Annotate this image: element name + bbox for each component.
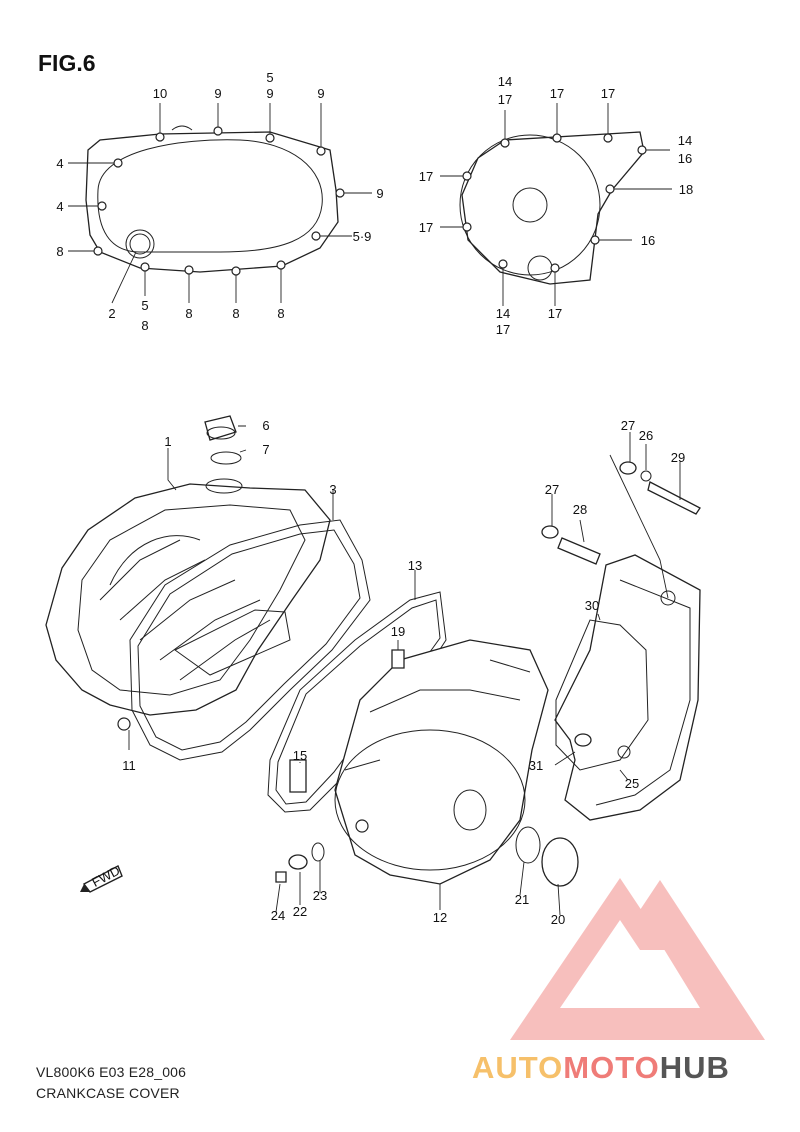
- main-callouts: 1 6 7 3 11 13 19 15 12 22 23 24 27 26 29 27 28 30 31 25 21 20: [122, 418, 685, 927]
- callout-label: 16: [641, 233, 655, 248]
- callout-label: 29: [671, 450, 685, 465]
- top-right-cover-view: [440, 103, 672, 306]
- plug-22: [288, 854, 308, 870]
- callout-label: 5: [141, 298, 148, 313]
- callout-label: 18: [679, 182, 693, 197]
- callout-label: 6: [262, 418, 269, 433]
- callout-label: 1: [164, 434, 171, 449]
- o-ring-23: [311, 842, 325, 862]
- watermark-moto: MOTO: [563, 1050, 660, 1085]
- watermark-text: AUTOMOTOHUB: [472, 1050, 730, 1086]
- cap-20: [541, 837, 579, 887]
- callout-label: 12: [433, 910, 447, 925]
- callout-label: 31: [529, 758, 543, 773]
- plug-24: [275, 871, 287, 883]
- crankcase-cover-1: [45, 415, 331, 731]
- callout-label: 24: [271, 908, 285, 923]
- callout-label: 11: [122, 758, 136, 773]
- callout-label: 25: [625, 776, 639, 791]
- callout-label: 26: [639, 428, 653, 443]
- dowel-pin-19: [391, 649, 405, 669]
- cushion-27-upper: [619, 461, 637, 475]
- callout-label: 19: [391, 624, 405, 639]
- callout-label: 8: [232, 306, 239, 321]
- callout-label: 30: [585, 598, 599, 613]
- collar-28: [557, 537, 601, 565]
- callout-label: 7: [262, 442, 269, 457]
- callout-label: 9: [376, 186, 383, 201]
- callout-label: 8: [141, 318, 148, 333]
- grommet-31: [574, 733, 592, 747]
- o-ring-21: [515, 826, 541, 864]
- callout-label: 5: [266, 70, 273, 85]
- callout-label: 22: [293, 904, 307, 919]
- outer-cover-25: [554, 554, 701, 821]
- callout-label: 9: [317, 86, 324, 101]
- watermark-hub: HUB: [659, 1050, 730, 1085]
- callout-label: 17: [548, 306, 562, 321]
- callout-label: 15: [293, 748, 307, 763]
- figure-title: FIG.6: [38, 50, 96, 76]
- bolt-29: [647, 481, 701, 515]
- callout-label: 10: [153, 86, 167, 101]
- top-left-cover-view: [68, 103, 372, 304]
- callout-label: 9: [266, 86, 273, 101]
- callout-label: 3: [329, 482, 336, 497]
- callout-label: 4: [56, 199, 63, 214]
- callout-label: 27: [545, 482, 559, 497]
- washer-26: [640, 470, 652, 482]
- automotohub-logo: [510, 878, 765, 1040]
- main-leaders: [128, 425, 681, 916]
- callout-label: 17: [419, 220, 433, 235]
- callout-label: 27: [621, 418, 635, 433]
- callout-label: 14: [498, 74, 512, 89]
- callout-label: 13: [408, 558, 422, 573]
- fwd-label: FWD: [89, 863, 122, 890]
- small-parts: [275, 461, 701, 887]
- cushion-27-lower: [541, 525, 559, 539]
- dowel-pin-15: [289, 759, 307, 793]
- callout-label: 8: [185, 306, 192, 321]
- callout-label: 8: [56, 244, 63, 259]
- callout-label: 23: [313, 888, 327, 903]
- callout-label: 17: [498, 92, 512, 107]
- section-name: CRANKCASE COVER: [36, 1085, 180, 1101]
- callout-label: 21: [515, 892, 529, 907]
- callout-label: 4: [56, 156, 63, 171]
- callout-label: 8: [277, 306, 284, 321]
- callout-label: 2: [108, 306, 115, 321]
- callout-label: 14: [496, 306, 510, 321]
- callout-label: 17: [496, 322, 510, 337]
- callout-label: 14: [678, 133, 692, 148]
- callout-label: 9: [214, 86, 221, 101]
- watermark-auto: AUTO: [472, 1050, 564, 1085]
- model-code: VL800K6 E03 E28_006: [36, 1064, 187, 1080]
- callout-label: 16: [678, 151, 692, 166]
- gasket-3: [129, 519, 371, 761]
- callout-label: 5·9: [353, 229, 372, 244]
- callout-label: 17: [550, 86, 564, 101]
- callout-label: 17: [419, 169, 433, 184]
- callout-label: 17: [601, 86, 615, 101]
- callout-label: 28: [573, 502, 587, 517]
- fwd-direction-badge: FWD: [80, 863, 123, 893]
- callout-label: 20: [551, 912, 565, 927]
